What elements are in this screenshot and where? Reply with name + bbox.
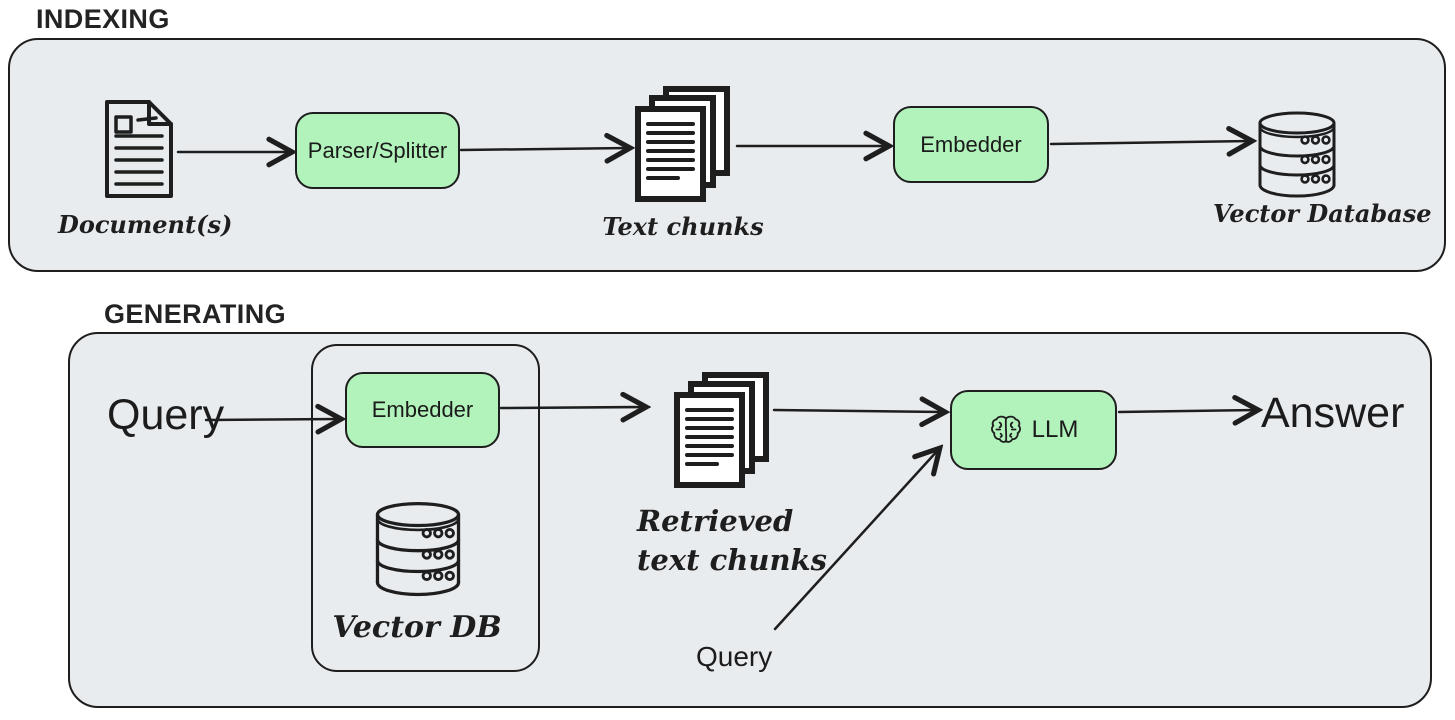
llm-label: LLM xyxy=(1031,416,1079,443)
vector-db-label: Vector DB xyxy=(332,610,502,645)
generating-section-title: GENERATING xyxy=(104,299,287,329)
embedder-node: Embedder xyxy=(893,106,1049,183)
pages-icon xyxy=(672,370,772,490)
indexing-section-title: INDEXING xyxy=(36,4,170,34)
pages-icon xyxy=(633,86,733,202)
retrieved-chunks-label-line2: text chunks xyxy=(637,543,827,577)
document-icon xyxy=(103,98,175,200)
query-context-text: Query xyxy=(696,641,773,672)
retriever-box xyxy=(311,344,540,672)
answer-text: Answer xyxy=(1261,389,1405,437)
retriever-embedder-node: Embedder xyxy=(345,372,500,448)
parser-splitter-label: Parser/Splitter xyxy=(307,137,448,163)
vector-database-label: Vector Database xyxy=(1213,199,1432,228)
llm-node: LLM xyxy=(950,390,1117,470)
retrieved-chunks-label-line1: Retrieved xyxy=(637,504,794,538)
retrieved-chunks-label: Retrieved text chunks xyxy=(637,502,827,580)
text-chunks-label: Text chunks xyxy=(602,212,764,241)
parser-splitter-node: Parser/Splitter xyxy=(295,112,460,189)
brain-icon xyxy=(989,414,1023,446)
retriever-embedder-label: Embedder xyxy=(371,397,474,422)
database-icon xyxy=(372,500,464,597)
database-icon xyxy=(1255,110,1339,198)
document-label: Document(s) xyxy=(58,210,233,239)
query-input-text: Query xyxy=(107,391,225,439)
embedder-label: Embedder xyxy=(920,131,1022,157)
